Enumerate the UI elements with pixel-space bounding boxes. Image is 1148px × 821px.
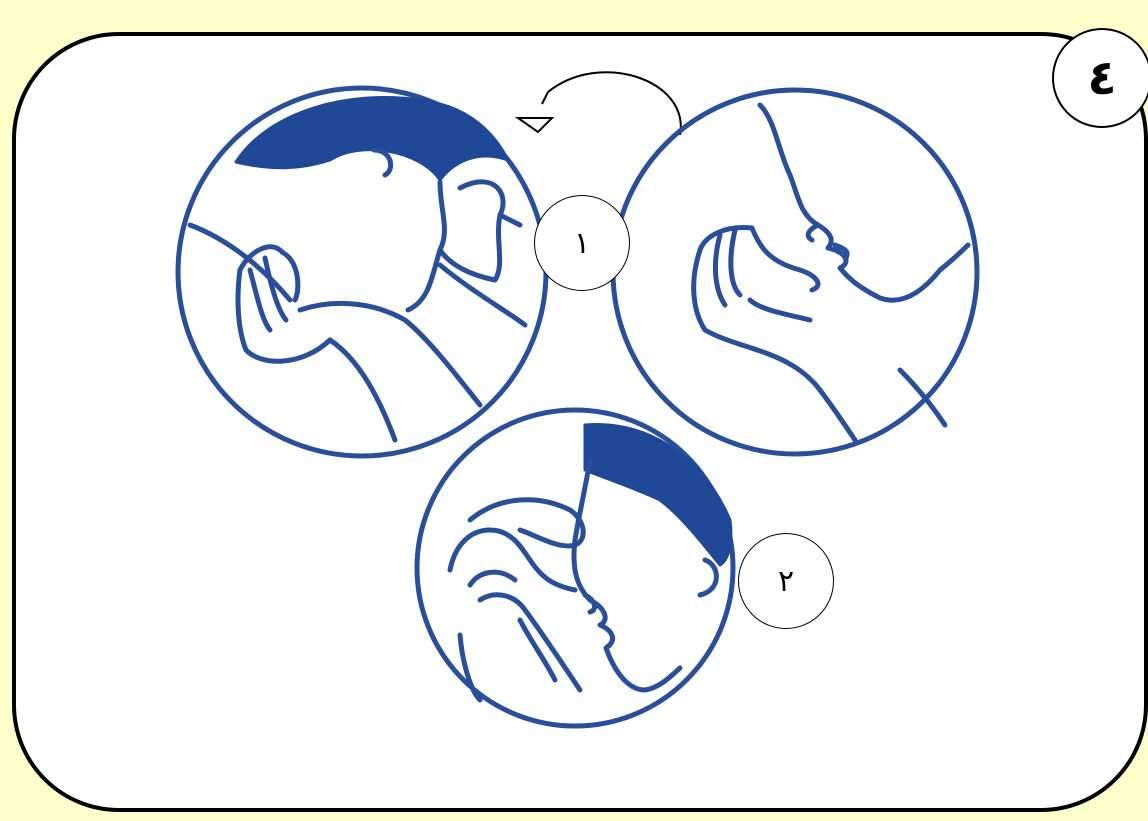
instruction-panel [14,34,1146,810]
sub-step-2-badge: ٢ [738,533,834,629]
step-number-badge: ٤ [1052,28,1148,128]
sub-step-1-badge: ١ [534,195,630,291]
